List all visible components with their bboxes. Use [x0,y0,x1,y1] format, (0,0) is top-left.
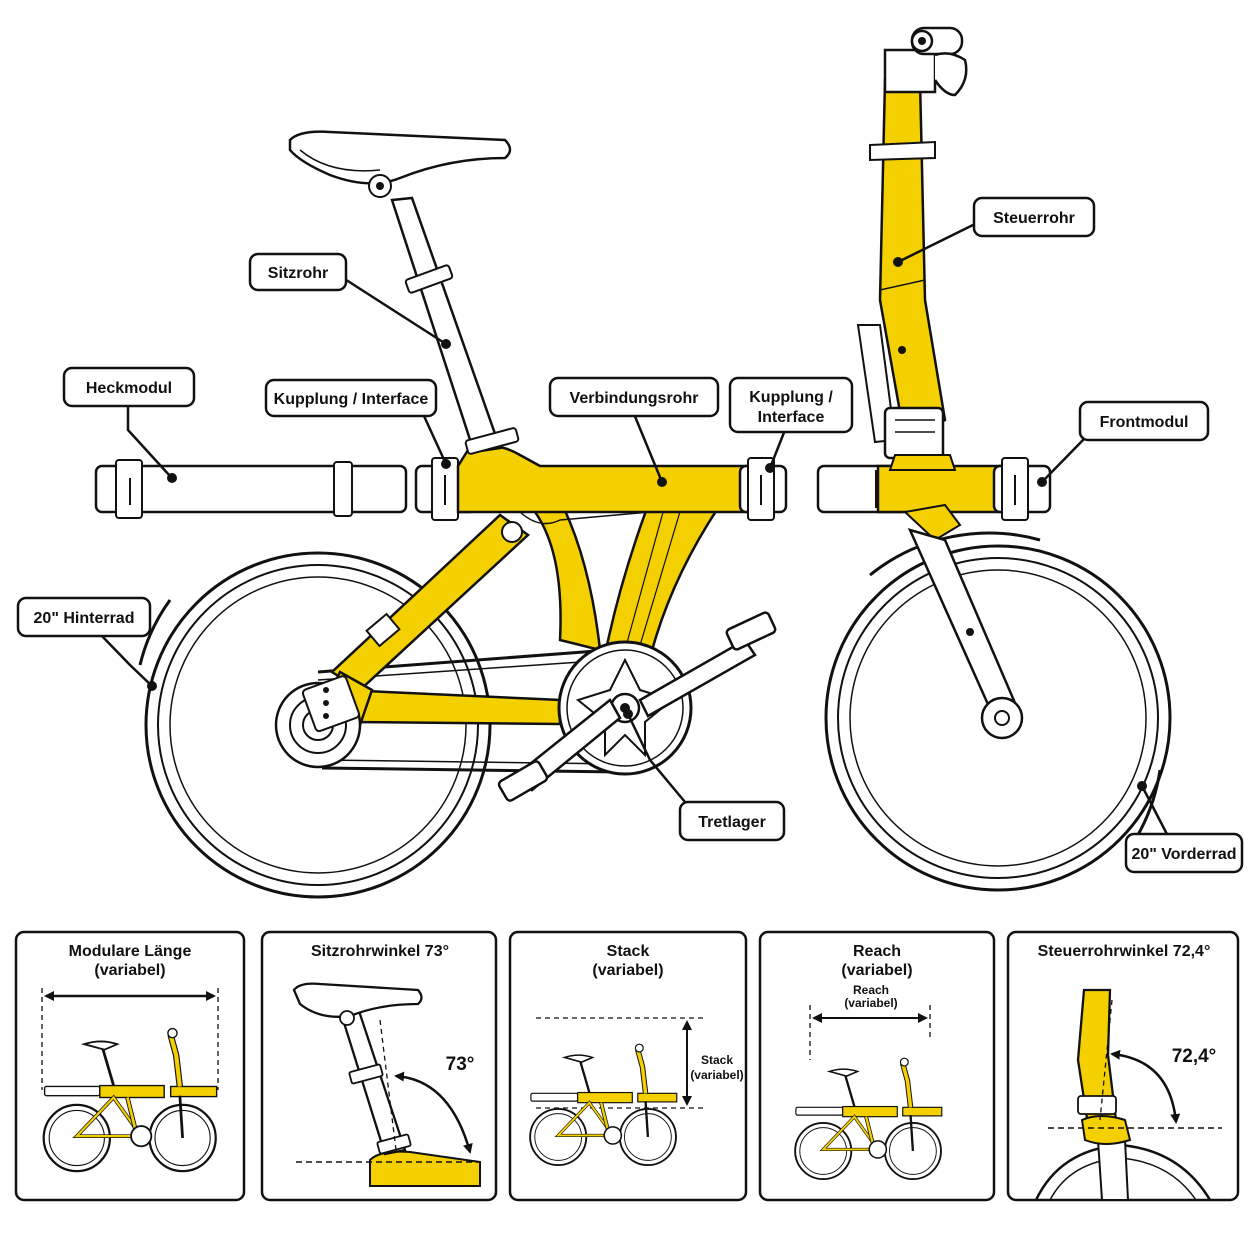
panel-modulare-laenge: Modulare Länge (variabel) [14,930,246,1202]
panel-4-dim-1: Reach [853,983,889,997]
label-kupplung-right-2: Interface [758,409,825,426]
panel-4-dim-2: (variabel) [844,996,897,1010]
label-vorderrad: 20" Vorderrad [1131,846,1236,863]
panel-sitzrohrwinkel: Sitzrohrwinkel 73° 73° [260,930,498,1202]
label-hinterrad: 20" Hinterrad [34,610,135,627]
panel-4-title-2: (variabel) [841,962,912,979]
panel-5-title-1: Steuerrohrwinkel 72,4° [1038,943,1211,960]
panel-1-title-1: Modulare Länge [69,943,192,960]
panel-3-title-1: Stack [607,943,650,960]
panel-2-title-1: Sitzrohrwinkel 73° [311,943,449,960]
panel-reach: Reach (variabel) Reach (variabel) [758,930,996,1202]
panel-3-dim-2: (variabel) [690,1068,743,1082]
panel-stack: Stack (variabel) Stack (variabel) [508,930,748,1202]
panel-4-title-1: Reach [853,943,901,960]
panel-steuerrohrwinkel: Steuerrohrwinkel 72,4° 72,4° [1006,930,1240,1202]
label-sitzrohr: Sitzrohr [268,265,328,282]
front-module [816,457,1052,542]
label-kupplung-left: Kupplung / Interface [274,391,429,408]
callouts: Sitzrohr Steuerrohr Heckmodul Kupplung /… [16,196,1244,874]
rear-module [94,459,408,519]
coupling-right [738,457,788,521]
main-tube [456,444,752,525]
label-heckmodul: Heckmodul [86,380,172,397]
panel-5-angle: 72,4° [1172,1046,1217,1067]
panel-1-title-2: (variabel) [94,962,165,979]
label-kupplung-right-1: Kupplung / [749,389,833,406]
rear-hub [274,675,362,769]
panel-3-title-2: (variabel) [592,962,663,979]
label-tretlager: Tretlager [698,814,766,831]
label-frontmodul: Frontmodul [1100,414,1189,431]
fork [907,528,1024,740]
label-verbindungsrohr: Verbindungsrohr [570,390,699,407]
crankset [497,611,777,802]
label-steuerrohr: Steuerrohr [993,210,1075,227]
main-bike [94,26,1172,899]
head-tube [856,26,968,471]
panel-2-angle: 73° [446,1054,475,1075]
seat-post [288,130,520,455]
panel-3-dim-1: Stack [701,1053,733,1067]
